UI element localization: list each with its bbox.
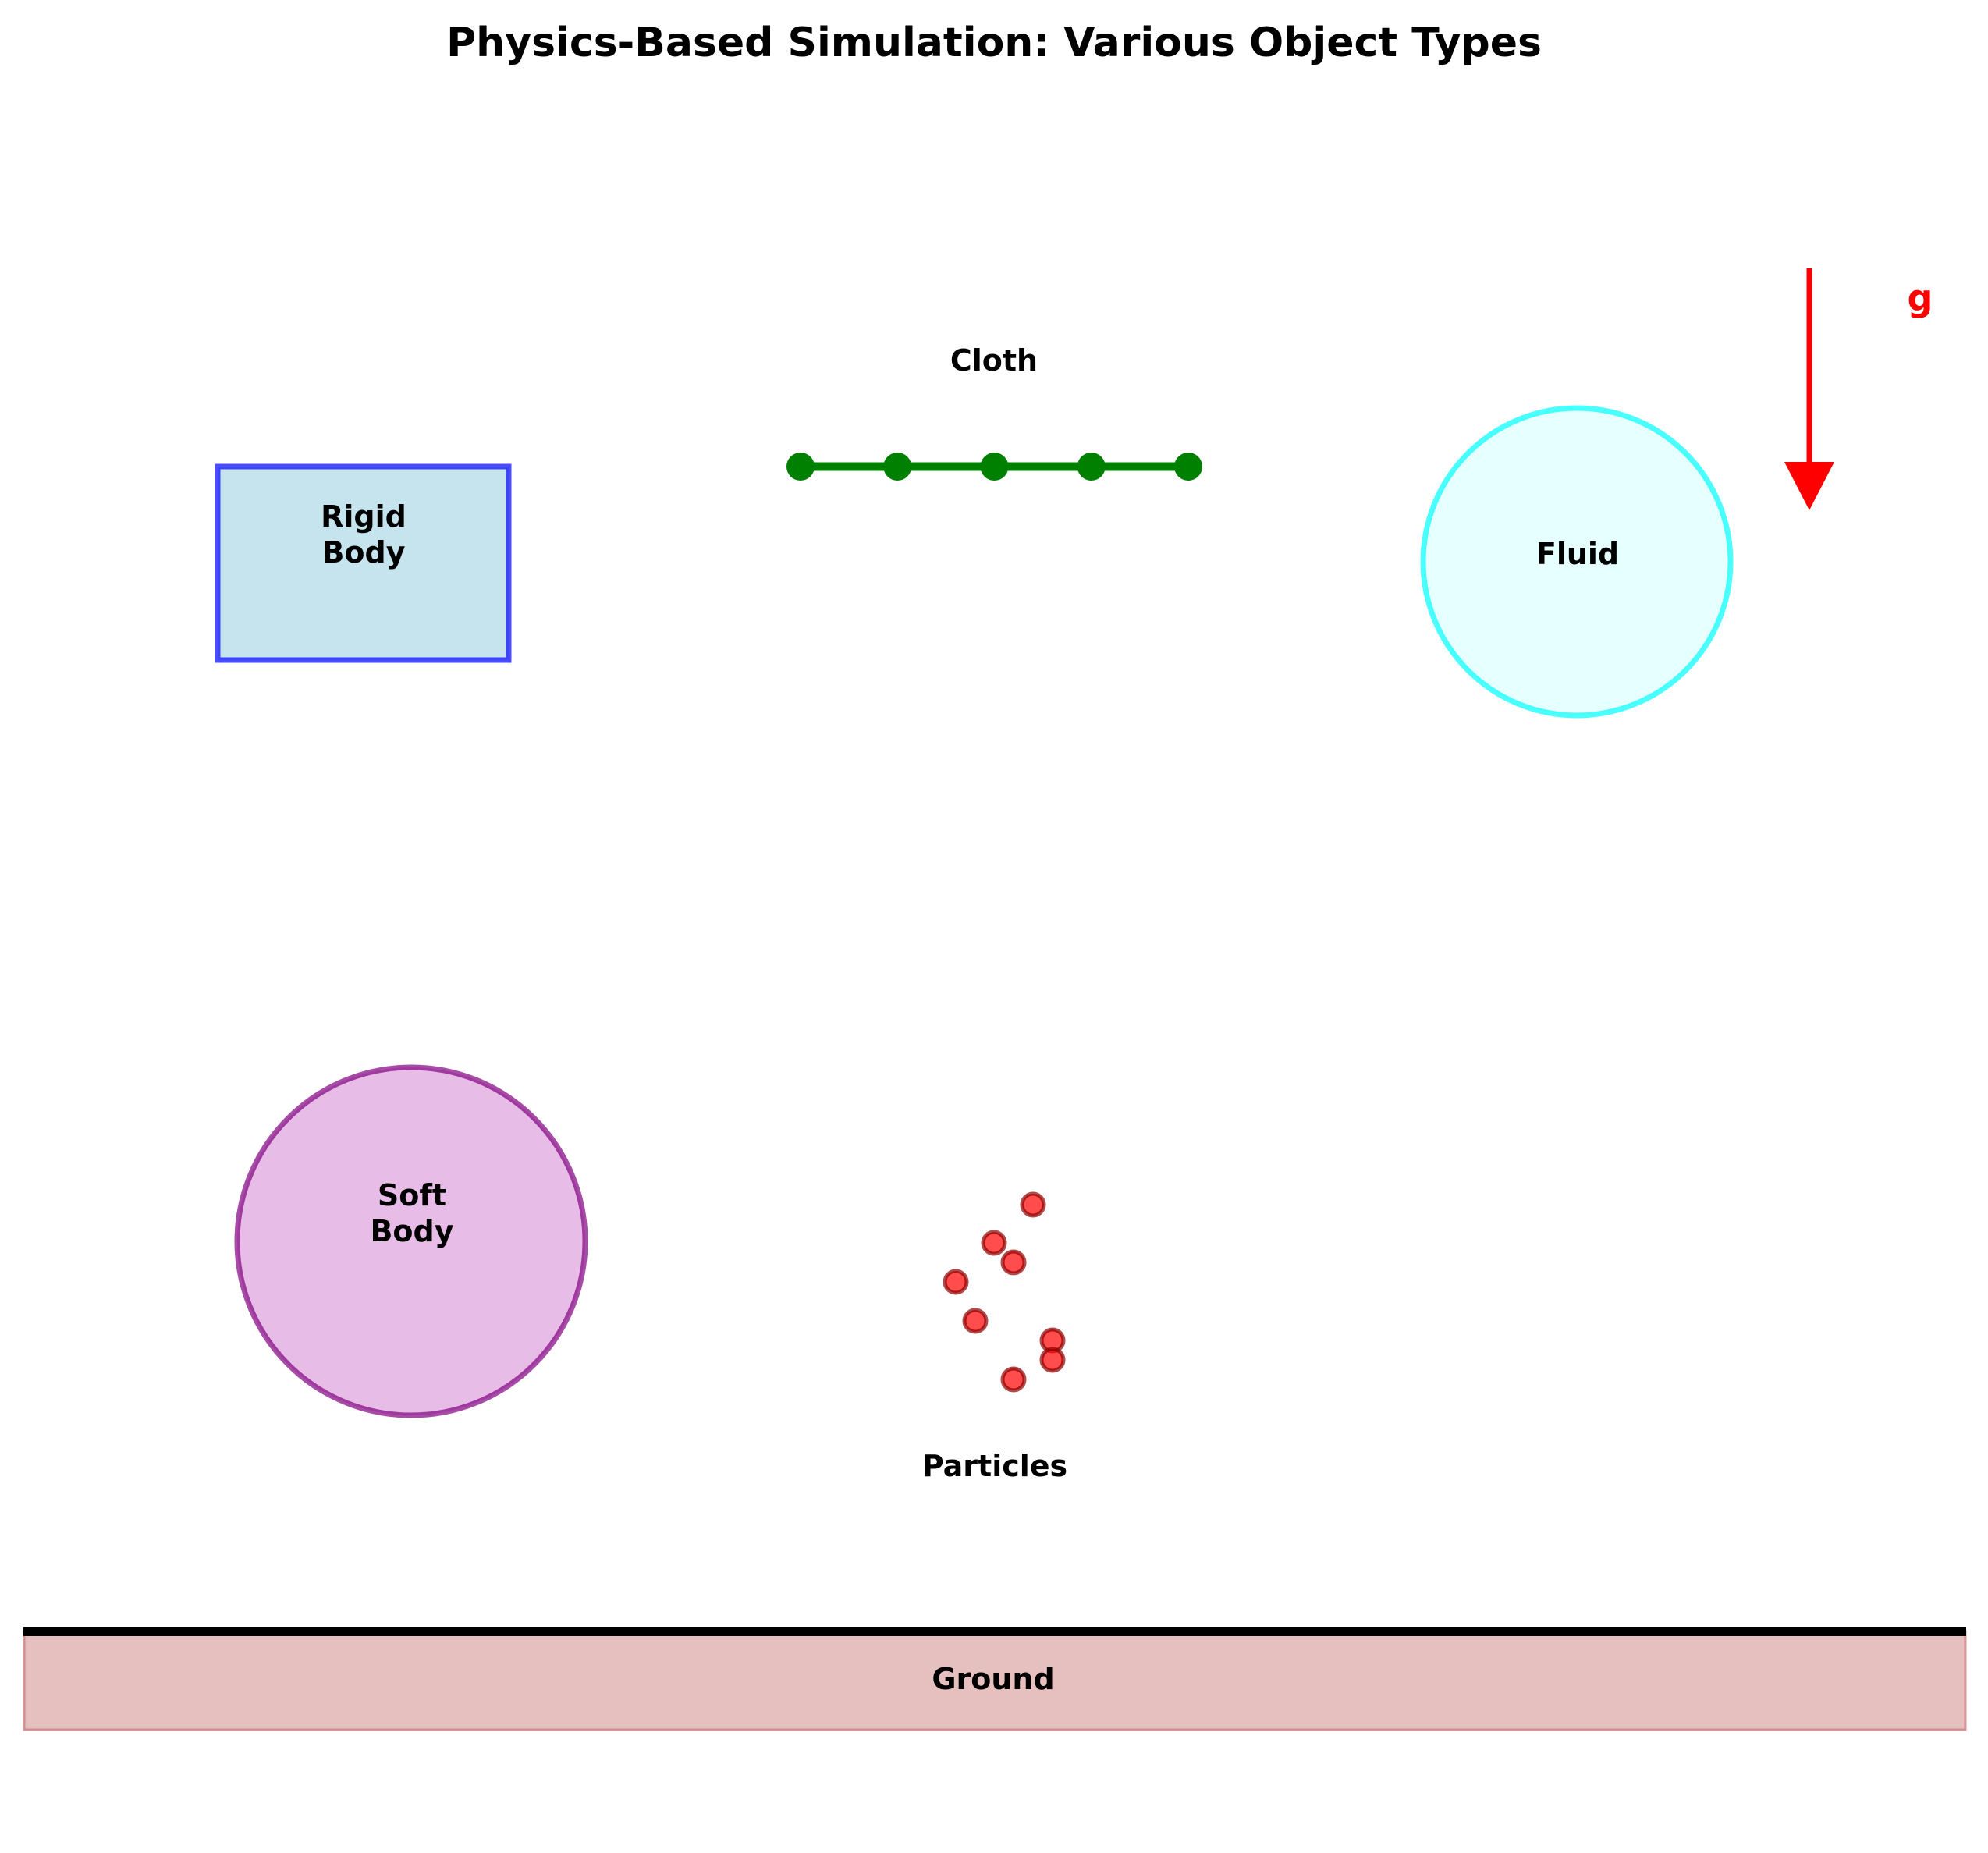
soft-body-label-line1: Soft: [378, 1178, 446, 1212]
particles-label: Particles: [922, 1449, 1067, 1483]
soft-body-label-line2: Body: [370, 1214, 453, 1248]
particle: [1000, 1366, 1027, 1393]
soft-body-blob: [234, 1064, 588, 1418]
soft-body: Soft Body: [234, 1064, 588, 1418]
cloth-label: Cloth: [950, 343, 1038, 378]
fluid-blob: [1420, 405, 1734, 719]
diagram-title: Physics-Based Simulation: Various Object…: [446, 20, 1542, 66]
particle: [1000, 1249, 1027, 1276]
particle: [1020, 1191, 1046, 1218]
cloth-node: [883, 453, 912, 481]
particle-cluster: [943, 1191, 1066, 1393]
cloth: Cloth: [786, 343, 1202, 481]
fluid: Fluid: [1420, 405, 1734, 719]
cloth-node: [1077, 453, 1106, 481]
ground-label: Ground: [932, 1662, 1054, 1696]
cloth-node: [786, 453, 815, 481]
rigid-body-box: [215, 463, 512, 663]
rigid-body: Rigid Body: [215, 463, 512, 663]
particle: [981, 1230, 1007, 1256]
gravity-arrow-down-icon: [1784, 462, 1834, 510]
gravity-label: g: [1908, 277, 1933, 319]
particle: [962, 1308, 989, 1334]
rigid-body-label-line1: Rigid: [321, 499, 406, 534]
particle: [1039, 1347, 1066, 1373]
ground-slab: [23, 1630, 1967, 1731]
cloth-nodes: [786, 453, 1202, 481]
rigid-body-label-line2: Body: [321, 535, 405, 570]
particle: [943, 1269, 969, 1295]
ground: Ground: [23, 1627, 1967, 1731]
cloth-node: [980, 453, 1009, 481]
gravity-indicator: g: [1784, 268, 1933, 510]
cloth-node: [1174, 453, 1202, 481]
particles: Particles: [922, 1191, 1067, 1483]
fluid-label: Fluid: [1536, 537, 1619, 571]
